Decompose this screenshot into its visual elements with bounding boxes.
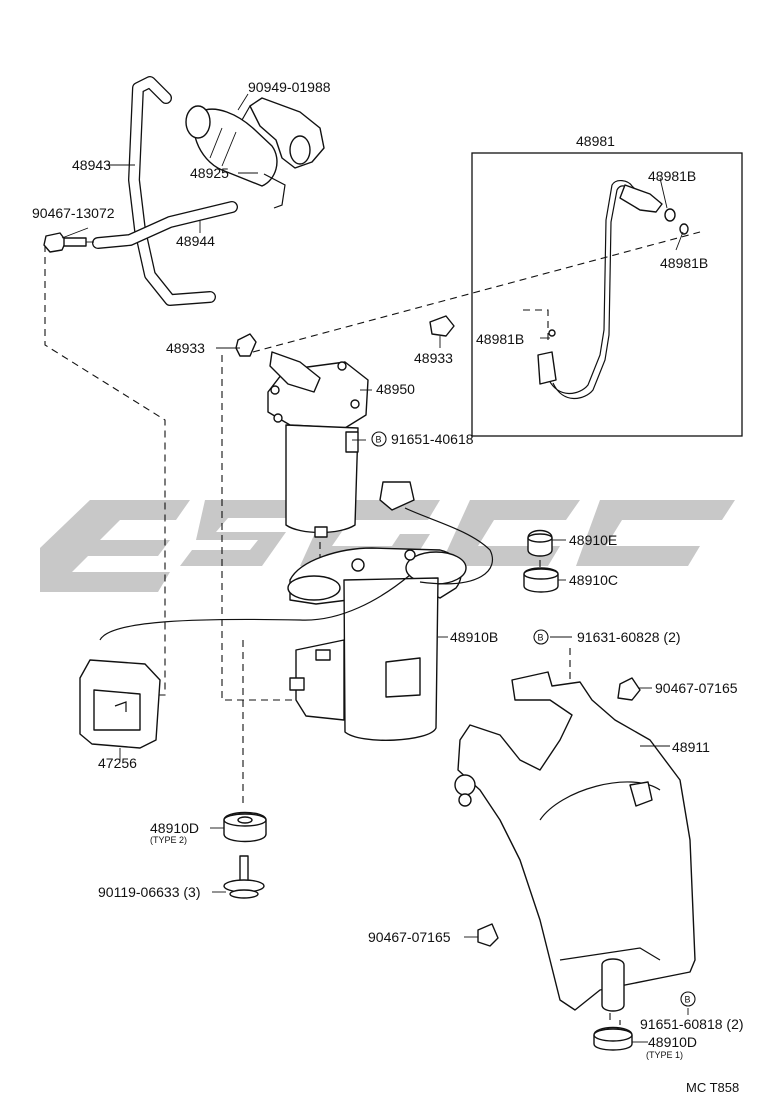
label-48933-mid: 48933 xyxy=(414,350,453,366)
cushion-48910d-type2 xyxy=(223,811,267,843)
marker-b-91631-60828: B xyxy=(533,629,549,645)
label-90467-13072: 90467-13072 xyxy=(32,205,115,221)
label-48910d-type1: 48910D xyxy=(648,1034,697,1050)
clamp-90467-13072 xyxy=(43,232,94,253)
label-48981b-right: 48981B xyxy=(660,255,708,271)
label-90949-01988: 90949-01988 xyxy=(248,79,331,95)
label-type2: (TYPE 2) xyxy=(150,835,187,845)
hose-48943 xyxy=(128,76,216,306)
box-title-48981: 48981 xyxy=(576,133,615,149)
label-48910c: 48910C xyxy=(569,572,618,588)
cushion-48910c xyxy=(523,567,559,593)
valve-48981 xyxy=(537,180,689,400)
clip-90467-07165-right xyxy=(617,677,641,701)
label-90467-07165-lower: 90467-07165 xyxy=(368,929,451,945)
bolt-90119-06633 xyxy=(223,855,265,899)
wire-harness xyxy=(99,481,494,641)
dryer-48950 xyxy=(267,351,369,538)
corner-code: MC T858 xyxy=(686,1080,739,1095)
bracket-48911 xyxy=(454,671,696,1012)
label-48950: 48950 xyxy=(376,381,415,397)
label-48925: 48925 xyxy=(190,165,229,181)
svg-text:B: B xyxy=(538,633,544,643)
label-90467-07165-right: 90467-07165 xyxy=(655,680,738,696)
clip-48933-mid xyxy=(429,315,455,337)
part-labels: 90949-01988 48943 48925 90467-13072 4894… xyxy=(32,79,744,1095)
marker-b-91651-40618: B xyxy=(371,431,387,447)
label-91631-60828: 91631-60828 (2) xyxy=(577,629,681,645)
label-type1: (TYPE 1) xyxy=(646,1050,683,1060)
cushion-48910e xyxy=(527,529,553,557)
svg-text:B: B xyxy=(685,995,691,1005)
label-48944: 48944 xyxy=(176,233,215,249)
label-48911: 48911 xyxy=(672,739,710,755)
label-48981b-mid: 48981B xyxy=(476,331,524,347)
label-48933-left: 48933 xyxy=(166,340,205,356)
label-91651-60818: 91651-60818 (2) xyxy=(640,1016,744,1032)
hose-48944 xyxy=(92,201,238,249)
kit-box-48981 xyxy=(471,152,743,437)
svg-text:B: B xyxy=(376,435,382,445)
label-48943: 48943 xyxy=(72,157,111,173)
clip-48933-left xyxy=(235,333,257,357)
cushion-48910d-type1 xyxy=(593,1026,633,1051)
label-48910e: 48910E xyxy=(569,532,617,548)
label-47256: 47256 xyxy=(98,755,137,771)
label-48910d-type2: 48910D xyxy=(150,820,199,836)
relay-47256 xyxy=(79,659,161,749)
clip-90467-07165-lower xyxy=(477,923,499,947)
label-90119-06633: 90119-06633 (3) xyxy=(98,884,200,900)
label-48981b-top: 48981B xyxy=(648,168,696,184)
filter-48925 xyxy=(185,97,325,209)
label-91651-40618: 91651-40618 xyxy=(391,431,474,447)
callout-leaders xyxy=(61,93,689,1043)
label-48910b: 48910B xyxy=(450,629,498,645)
compressor-48910b xyxy=(287,547,467,741)
marker-b-91651-60818: B xyxy=(680,991,696,1007)
